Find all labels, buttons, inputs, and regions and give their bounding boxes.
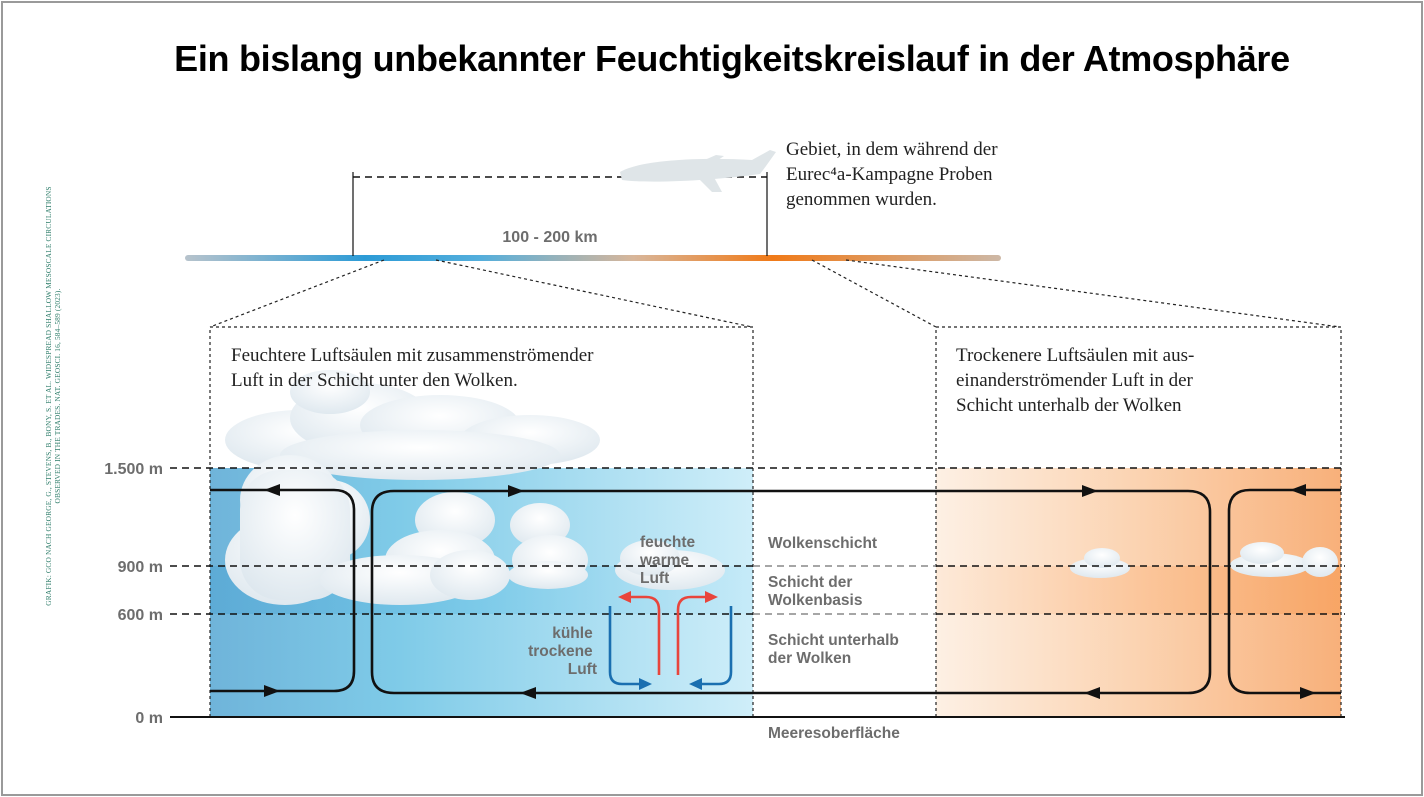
moist-warm-line-2: warme	[639, 552, 689, 569]
left-panel-caption: Feuchtere Luftsäulen mit zusammenströmen…	[231, 345, 598, 391]
layer-cloud: Wolkenschicht	[768, 535, 877, 552]
right-panel-caption: Trockenere Luftsäulen mit aus- einanders…	[956, 345, 1199, 416]
zoom-line-left-b	[435, 259, 753, 328]
dry-column-panel	[936, 468, 1341, 717]
cool-dry-air-label: kühle trockene Luft	[528, 625, 597, 678]
moist-warm-line-1: feuchte	[640, 534, 696, 551]
small-clouds-right	[1070, 542, 1338, 578]
circulation-arrowheads	[264, 484, 1316, 699]
sea-surface-label: Meeresoberfläche	[768, 725, 900, 742]
sampling-note: Gebiet, in dem während der Eurec⁴a-Kampa…	[786, 139, 1002, 210]
right-caption-line-3: Schicht unterhalb der Wolken	[956, 395, 1182, 416]
layer-sub-cloud: Schicht unterhalb der Wolken	[768, 632, 903, 667]
moist-warm-line-3: Luft	[640, 570, 669, 587]
airplane-icon	[620, 150, 776, 192]
right-caption-line-2: einanderströmender Luft in der	[956, 370, 1194, 391]
altitude-0: 0 m	[135, 710, 163, 727]
warm-moist-air-arrows	[628, 595, 708, 675]
cool-dry-line-1: kühle	[552, 625, 593, 642]
cool-dry-line-3: Luft	[568, 661, 597, 678]
layer-sub-cloud-line-1: Schicht unterhalb	[768, 632, 899, 649]
altitude-1500: 1.500 m	[104, 461, 163, 478]
cool-dry-line-2: trockene	[528, 643, 593, 660]
layer-cloud-base: Schicht der Wolkenbasis	[768, 574, 862, 609]
distance-label: 100 - 200 km	[502, 229, 597, 246]
altitude-900: 900 m	[118, 559, 163, 576]
layer-cloud-base-line-2: Wolkenbasis	[768, 592, 862, 609]
left-caption-line-2: Luft in der Schicht unter den Wolken.	[231, 370, 518, 391]
sampling-note-line-3: genommen wurden.	[786, 189, 937, 210]
moist-warm-air-label: feuchte warme Luft	[639, 534, 699, 587]
cool-dry-air-arrows	[608, 606, 733, 686]
cumulus-clouds-left	[225, 370, 725, 605]
layer-sub-cloud-line-2: der Wolken	[768, 650, 851, 667]
sampling-note-line-1: Gebiet, in dem während der	[786, 139, 998, 160]
warm-arrow-heads	[618, 591, 718, 603]
page-title: Ein bislang unbekannter Feuchtigkeitskre…	[174, 38, 1290, 79]
left-caption-line-1: Feuchtere Luftsäulen mit zusammenströmen…	[231, 345, 594, 366]
surface-strip	[185, 255, 1001, 261]
layer-cloud-base-line-1: Schicht der	[768, 574, 852, 591]
zoom-line-left-a	[209, 259, 385, 328]
cool-arrow-heads	[639, 678, 702, 690]
zoom-line-right-b	[845, 259, 1341, 328]
right-caption-line-1: Trockenere Luftsäulen mit aus-	[956, 345, 1194, 366]
moist-panel-border	[209, 326, 754, 718]
circulation-loops	[210, 488, 1341, 695]
sampling-note-line-2: Eurec⁴a-Kampagne Proben	[786, 164, 993, 185]
altitude-600: 600 m	[118, 607, 163, 624]
